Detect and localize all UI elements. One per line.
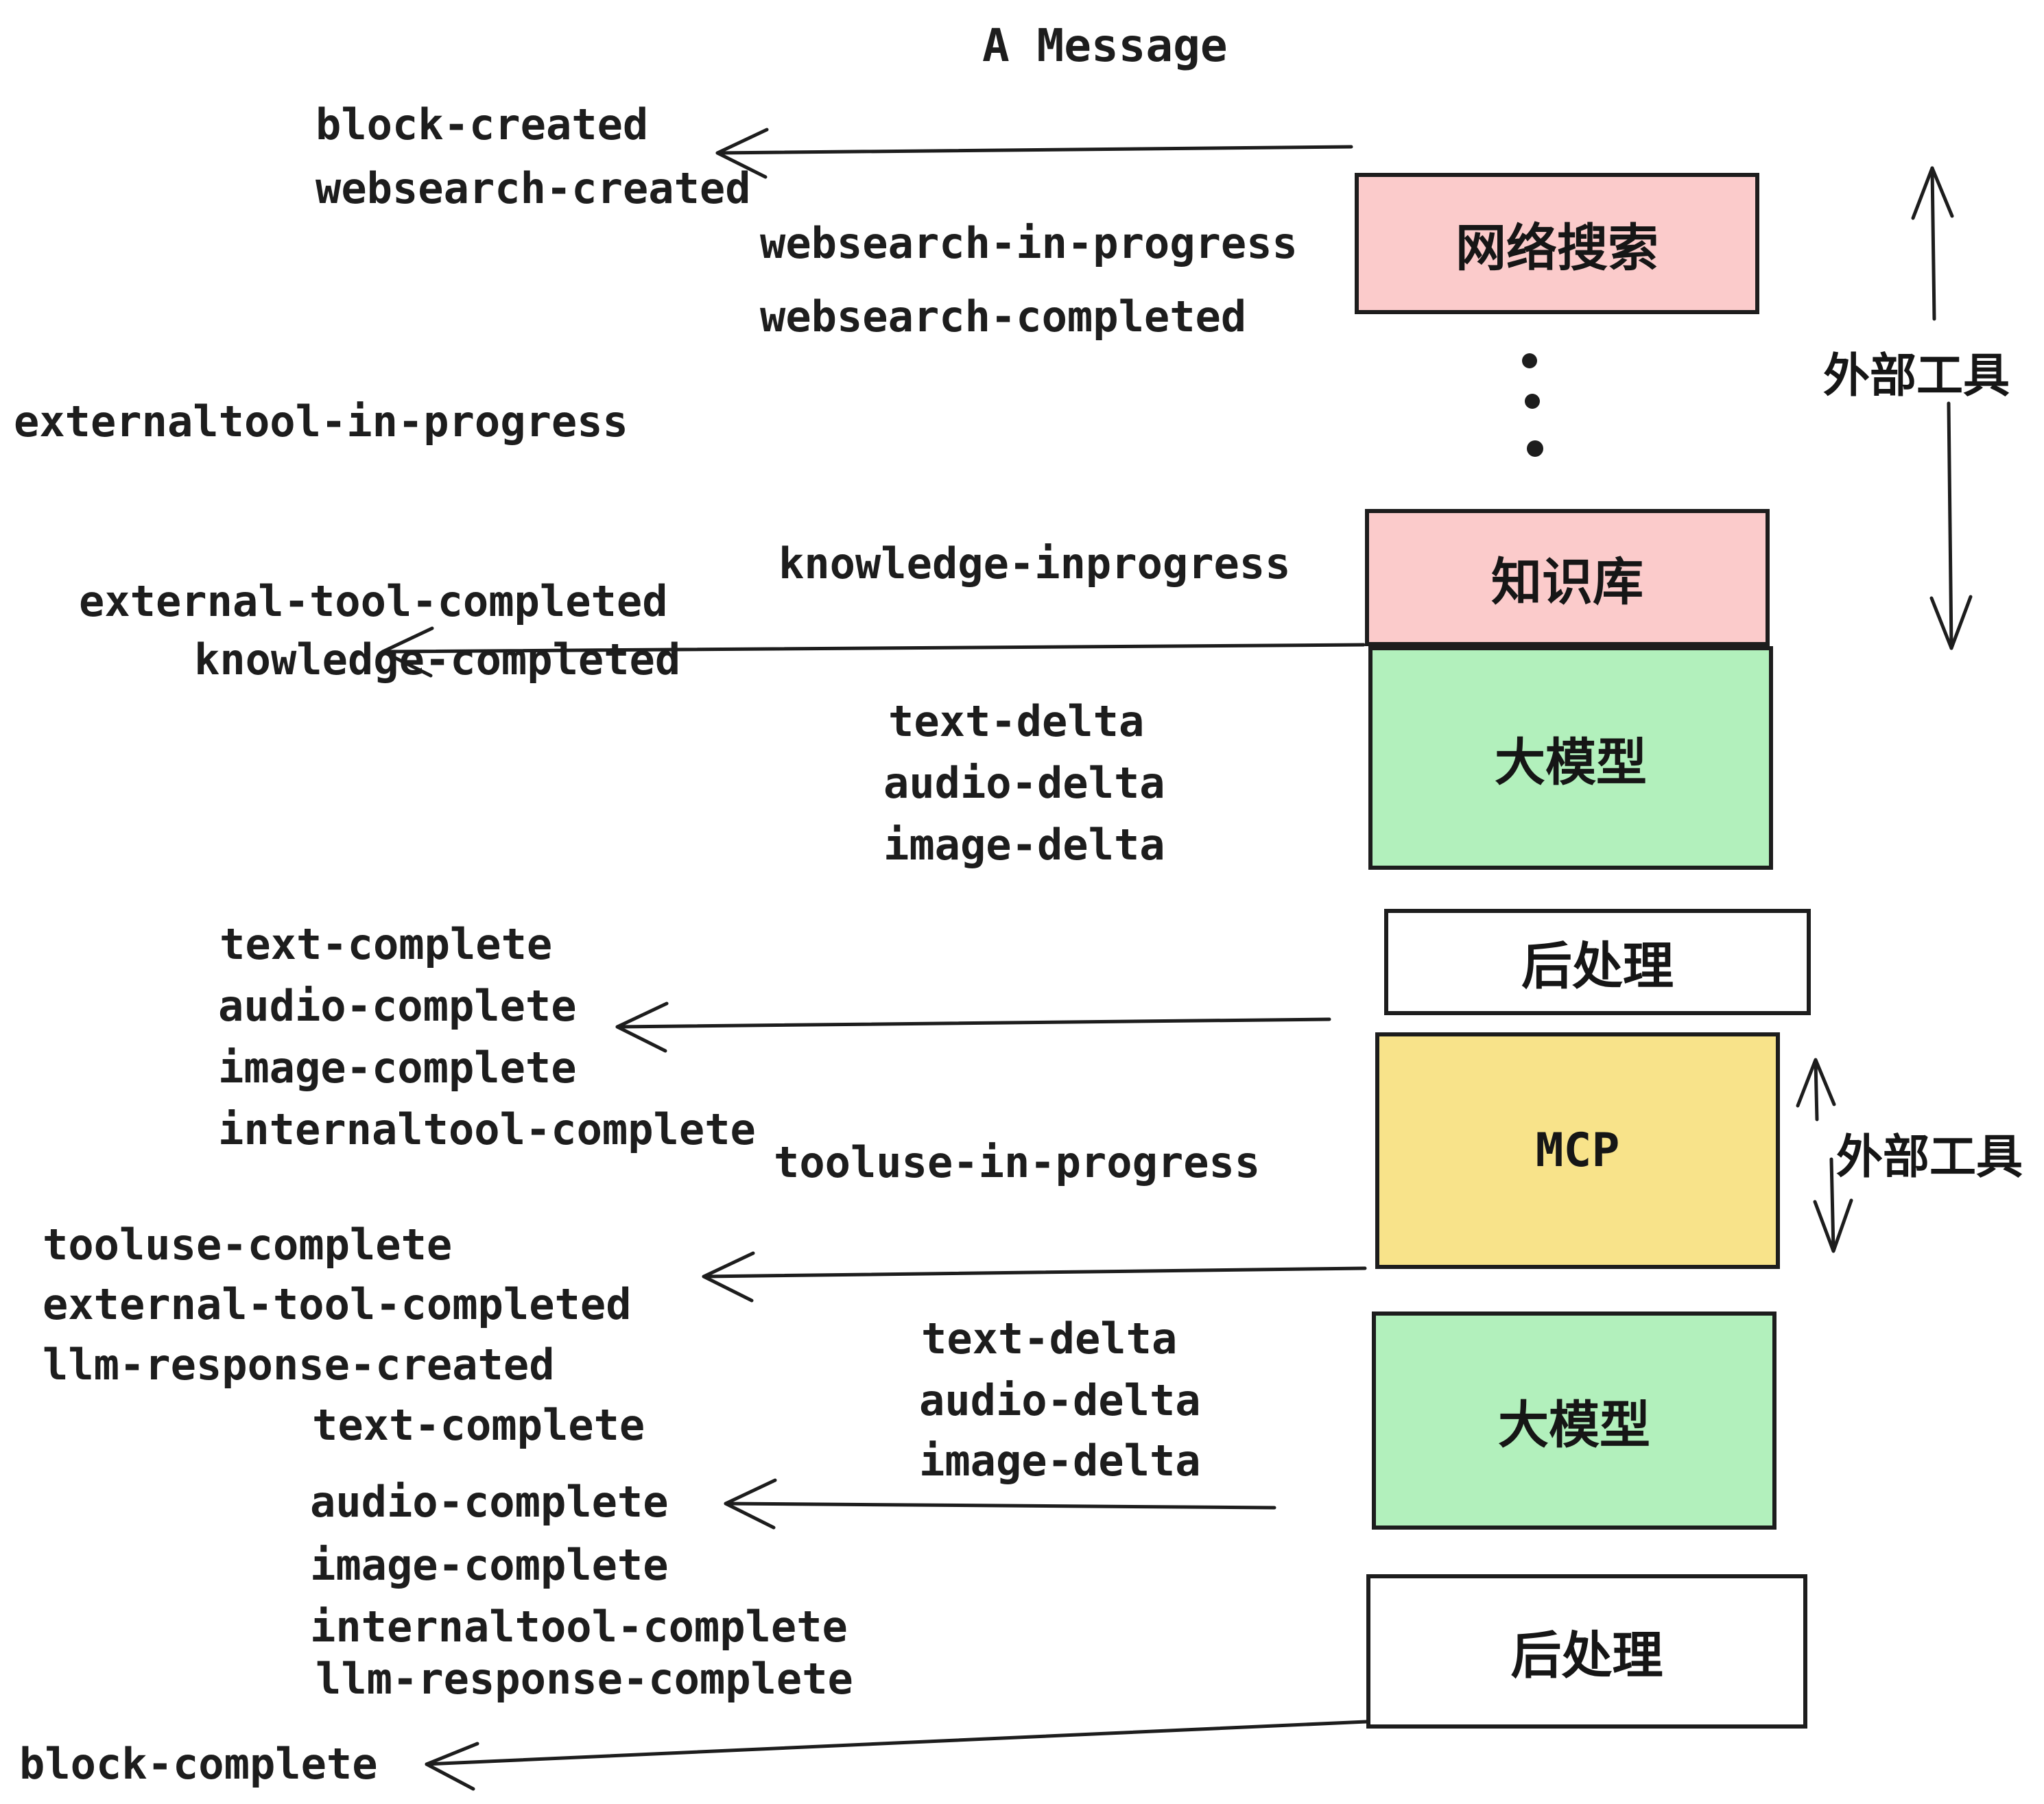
box-postprocess-1: 后处理 <box>1384 909 1811 1015</box>
external-tools-top-arrow-up <box>1911 166 1954 321</box>
external-tools-top-label: 外部工具 <box>1823 349 2010 403</box>
event-llm-response-complete: llm-response-complete <box>316 1654 853 1704</box>
box-llm-1: 大模型 <box>1368 646 1773 870</box>
event-llm-response-created: llm-response-created <box>43 1340 555 1390</box>
event-websearch-in-progress: websearch-in-progress <box>760 218 1298 268</box>
event-externaltool-in-progress: externaltool-in-progress <box>14 396 628 447</box>
box-knowledge-label: 知识库 <box>1491 552 1643 612</box>
box-knowledge: 知识库 <box>1365 509 1770 646</box>
event-image-delta-1: image-delta <box>883 820 1165 870</box>
arrow-to-websearch-created <box>715 128 1353 179</box>
event-internaltool-complete-1: internaltool-complete <box>218 1104 756 1154</box>
external-tools-mcp-label: 外部工具 <box>1836 1130 2023 1185</box>
diagram-title: A Message <box>982 19 1228 72</box>
event-block-created: block-created <box>316 99 649 150</box>
arrow-to-image-complete <box>615 1001 1331 1053</box>
event-image-complete-1: image-complete <box>218 1043 577 1093</box>
ellipsis-dots <box>1522 353 1543 457</box>
box-postprocess-1-label: 后处理 <box>1521 937 1674 996</box>
box-llm-2: 大模型 <box>1372 1312 1776 1530</box>
event-websearch-created: websearch-created <box>316 163 751 213</box>
event-internaltool-complete-2: internaltool-complete <box>310 1602 848 1652</box>
event-image-delta-2: image-delta <box>919 1436 1201 1486</box>
event-text-complete-2: text-complete <box>312 1400 645 1450</box>
external-tools-top-arrow-down <box>1929 401 1973 650</box>
event-text-delta-1: text-delta <box>888 696 1145 746</box>
event-external-tool-completed: external-tool-completed <box>79 576 668 626</box>
event-knowledge-completed: knowledge-completed <box>194 634 681 685</box>
arrow-to-tooluse-complete <box>702 1251 1367 1303</box>
event-websearch-completed: websearch-completed <box>760 292 1247 342</box>
box-llm-2-label: 大模型 <box>1498 1395 1650 1455</box>
event-audio-complete-1: audio-complete <box>218 981 577 1031</box>
box-websearch: 网络搜索 <box>1355 173 1759 314</box>
event-audio-complete-2: audio-complete <box>310 1477 669 1527</box>
event-audio-delta-2: audio-delta <box>919 1375 1201 1425</box>
event-tooluse-in-progress: tooluse-in-progress <box>774 1137 1261 1187</box>
event-audio-delta-1: audio-delta <box>883 758 1165 808</box>
box-llm-1-label: 大模型 <box>1495 733 1647 792</box>
box-websearch-label: 网络搜索 <box>1455 218 1659 278</box>
external-tools-mcp-arrow-up <box>1796 1058 1836 1121</box>
event-tooluse-complete: tooluse-complete <box>43 1220 453 1270</box>
event-text-complete-1: text-complete <box>219 919 553 969</box>
arrow-to-block-complete <box>425 1720 1368 1791</box>
box-postprocess-2-label: 后处理 <box>1510 1626 1663 1685</box>
event-knowledge-inprogress: knowledge-inprogress <box>779 538 1291 589</box>
box-mcp-label: MCP <box>1535 1124 1620 1178</box>
event-block-complete: block-complete <box>19 1739 378 1789</box>
event-text-delta-2: text-delta <box>921 1314 1178 1364</box>
box-postprocess-2: 后处理 <box>1366 1574 1807 1729</box>
box-mcp: MCP <box>1375 1032 1780 1269</box>
event-image-complete-2: image-complete <box>310 1540 669 1590</box>
event-external-tool-completed-2: external-tool-completed <box>43 1279 632 1329</box>
arrow-to-audio-complete <box>724 1478 1276 1530</box>
